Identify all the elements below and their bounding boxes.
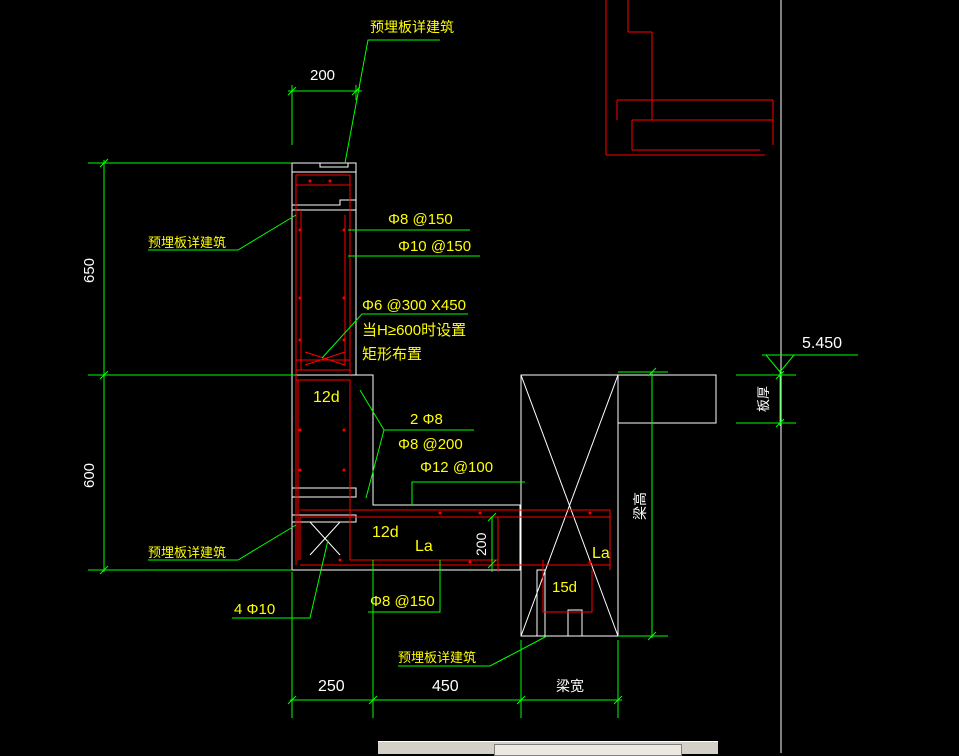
status-bar [378,741,718,756]
rebar-phi10-150: Φ10 @150 [398,238,471,255]
beam-width-label: 梁宽 [556,678,584,694]
annotations: 200 预埋板详建筑 预埋板详建筑 Φ8 @150 Φ10 @150 Φ6 @3… [81,19,842,695]
corner-stirrup [309,521,341,556]
dim-650: 650 [81,258,98,283]
rebar-phi6: Φ6 @300 X450 [362,297,466,314]
elevation-label: 5.450 [802,335,842,352]
status-field [494,744,682,756]
note-line-1: 当H≥600时设置 [362,322,466,339]
dim-450: 450 [432,678,459,695]
dim-250: 250 [318,678,345,695]
slab-thickness-label: 板厚 [756,386,771,412]
dim-600: 600 [81,463,98,488]
adjacent-detail [605,0,774,156]
beam-height-label: 梁高 [632,492,648,520]
la-left: La [415,538,433,555]
rebar-dots [298,179,592,564]
rebar-phi12-100: Φ12 @100 [420,459,493,476]
concrete-outline [291,162,717,637]
anchor-12d-lower: 12d [372,524,399,541]
rebar-phi8-150-bottom: Φ8 @150 [370,593,435,610]
rebar-2phi8: 2 Φ8 [410,411,443,428]
dim-200-vertical: 200 [473,532,489,556]
anchor-12d-upper: 12d [313,389,340,406]
embed-left-lower-label: 预埋板详建筑 [148,545,226,560]
embed-bottom-label: 预埋板详建筑 [398,650,476,665]
note-line-2: 矩形布置 [362,346,422,363]
embed-top-label: 预埋板详建筑 [370,19,454,35]
rebar-phi8-150: Φ8 @150 [388,211,453,228]
dim-top-200: 200 [310,67,335,84]
rebar-lines [295,174,611,613]
la-right: La [592,545,610,562]
rebar-phi8-200: Φ8 @200 [398,436,463,453]
embed-left-upper-label: 预埋板详建筑 [148,235,226,250]
rebar-4phi10: 4 Φ10 [234,601,275,618]
dimension-lines [88,39,858,718]
anchor-15d: 15d [552,579,577,596]
embedded-plates [292,162,583,637]
